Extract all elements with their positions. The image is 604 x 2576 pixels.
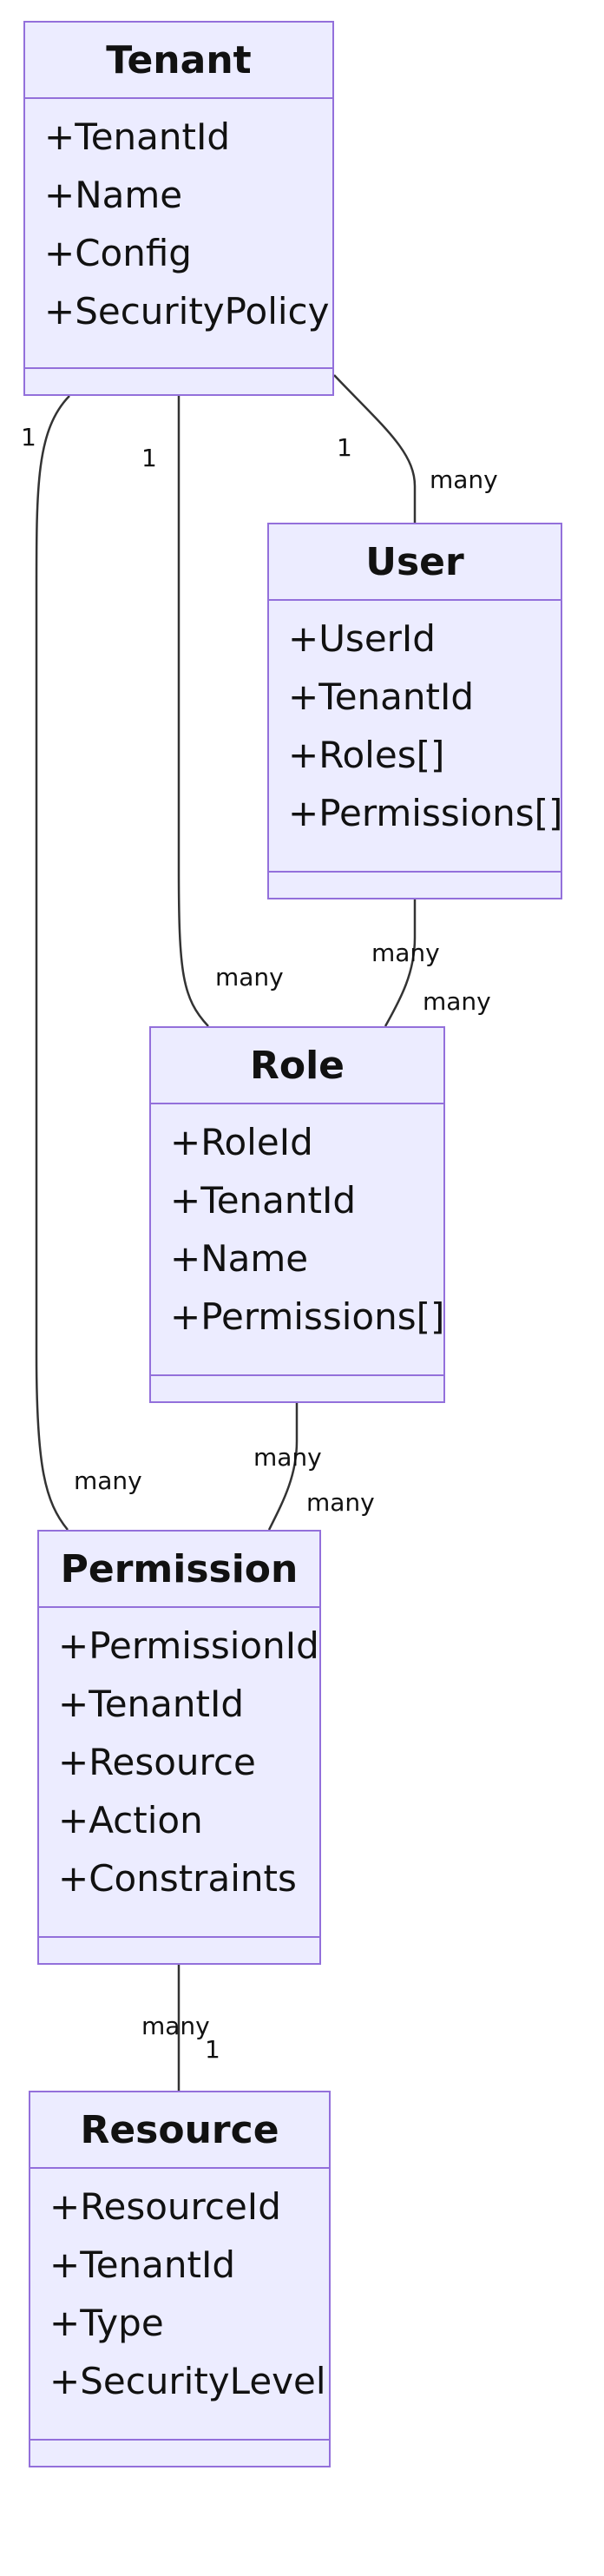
card-tenant-permission-to: many: [74, 1466, 142, 1495]
edge-role-permission: [267, 1403, 299, 1531]
class-attribute: +SecurityPolicy: [44, 290, 330, 333]
class-resource-title: Resource: [30, 2092, 329, 2169]
class-permission: Permission +PermissionId +TenantId +Reso…: [37, 1530, 321, 1965]
class-tenant-title: Tenant: [25, 23, 332, 99]
class-resource-attributes: +ResourceId +TenantId +Type +SecurityLev…: [49, 2185, 326, 2422]
class-attribute: +PermissionId: [58, 1624, 319, 1667]
class-user: User +UserId +TenantId +Roles[] +Permiss…: [267, 523, 562, 899]
edge-tenant-permission: [35, 395, 70, 1531]
card-tenant-permission-from: 1: [21, 423, 36, 451]
class-attribute: +Action: [58, 1799, 203, 1841]
class-attribute: +Permissions[]: [288, 792, 563, 834]
card-user-role-to: many: [423, 987, 491, 1016]
class-role-attributes: +RoleId +TenantId +Name +Permissions[]: [170, 1121, 445, 1358]
class-attribute: +Type: [49, 2302, 164, 2344]
class-role-title: Role: [151, 1028, 443, 1104]
edge-user-role: [384, 899, 417, 1027]
class-attribute: +Roles[]: [288, 734, 445, 776]
class-attribute: +RoleId: [170, 1121, 313, 1163]
class-tenant-methods: [25, 367, 332, 394]
class-attribute: +TenantId: [49, 2243, 236, 2286]
class-role-methods: [151, 1374, 443, 1401]
class-tenant-attributes: +TenantId +Name +Config +SecurityPolicy: [44, 115, 330, 352]
class-role: Role +RoleId +TenantId +Name +Permission…: [149, 1026, 445, 1403]
class-tenant: Tenant +TenantId +Name +Config +Security…: [23, 21, 334, 396]
class-attribute: +UserId: [288, 617, 436, 660]
class-user-title: User: [269, 524, 561, 601]
class-permission-methods: [39, 1936, 319, 1963]
class-attribute: +TenantId: [170, 1179, 357, 1222]
class-attribute: +Config: [44, 232, 192, 274]
class-attribute: +Name: [170, 1237, 309, 1280]
edge-tenant-user: [333, 374, 417, 523]
edge-tenant-role: [177, 396, 209, 1027]
class-permission-title: Permission: [39, 1532, 319, 1608]
class-resource: Resource +ResourceId +TenantId +Type +Se…: [29, 2091, 331, 2467]
class-attribute: +Constraints: [58, 1857, 297, 1900]
card-permission-resource-from: many: [141, 2012, 210, 2040]
class-attribute: +ResourceId: [49, 2185, 281, 2228]
card-tenant-role-to: many: [215, 963, 284, 992]
card-tenant-user-from: 1: [337, 433, 352, 462]
class-user-attributes: +UserId +TenantId +Roles[] +Permissions[…: [288, 617, 563, 854]
class-user-methods: [269, 871, 561, 898]
class-permission-attributes: +PermissionId +TenantId +Resource +Actio…: [58, 1624, 319, 1920]
class-attribute: +Permissions[]: [170, 1295, 445, 1338]
class-attribute: +Name: [44, 174, 183, 216]
card-permission-resource-to: 1: [205, 2035, 220, 2064]
card-role-permission-to: many: [306, 1488, 375, 1517]
class-attribute: +TenantId: [288, 675, 475, 718]
class-attribute: +TenantId: [44, 115, 231, 158]
class-resource-methods: [30, 2439, 329, 2466]
class-attribute: +SecurityLevel: [49, 2360, 326, 2402]
card-tenant-user-to: many: [430, 465, 498, 494]
class-attribute: +TenantId: [58, 1683, 245, 1725]
card-tenant-role-from: 1: [141, 444, 157, 472]
card-role-permission-from: many: [253, 1443, 322, 1472]
class-attribute: +Resource: [58, 1741, 256, 1783]
card-user-role-from: many: [371, 939, 440, 967]
